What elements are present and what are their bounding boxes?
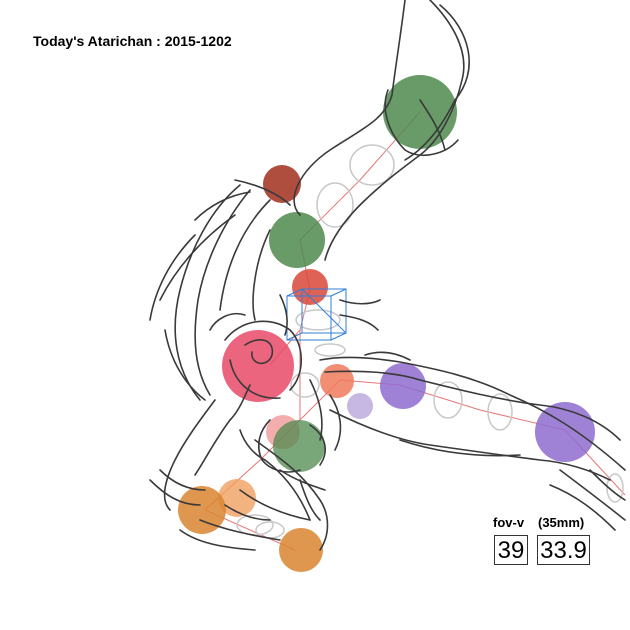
fov-mm-label: (35mm)	[538, 515, 585, 530]
joint-pelvis	[273, 420, 325, 472]
joint-hand	[178, 486, 226, 534]
joint-elbow	[320, 364, 354, 398]
joint-shoulder	[263, 165, 301, 203]
joint-foot-left	[279, 528, 323, 572]
fov-v-value[interactable]: 39	[494, 535, 528, 565]
joint-foot-right	[535, 402, 595, 462]
sketch-strokes	[149, 0, 626, 551]
page-title: Today's Atarichan : 2015-1202	[33, 33, 232, 49]
fov-v-label: fov-v	[493, 515, 525, 530]
joint-chest	[269, 212, 325, 268]
joint-hip-right	[380, 363, 426, 409]
joint-head	[222, 330, 294, 402]
joint-head-top	[383, 75, 457, 149]
joint-neck	[292, 269, 328, 305]
joint-knee-small	[347, 393, 373, 419]
fov-mm-value[interactable]: 33.9	[537, 535, 590, 565]
